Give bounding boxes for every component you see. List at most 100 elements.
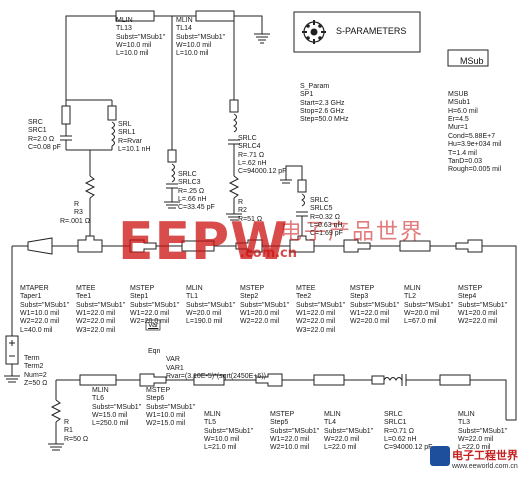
label-line: R=Rvar: [118, 137, 142, 145]
label-line: MLIN: [92, 386, 109, 394]
ground-icon: [164, 201, 180, 209]
step1-symbol[interactable]: [129, 239, 157, 253]
label-line: Step1: [130, 293, 149, 301]
label-line: Rough=0.005 mil: [448, 166, 502, 174]
label-line: C=33.45 pF: [178, 204, 215, 212]
label-line: Subst="MSub1": [458, 301, 508, 309]
footer-logo-icon: [430, 446, 450, 466]
label-line: W2=22.0 mil: [296, 318, 336, 326]
label-line: Eqn: [148, 347, 161, 355]
tl3-symbol[interactable]: [439, 374, 471, 386]
tl4-symbol[interactable]: [313, 374, 345, 386]
bottom-chain: [48, 373, 507, 451]
r2-symbol[interactable]: [228, 175, 240, 214]
step6-symbol[interactable]: [139, 373, 167, 387]
r3-symbol[interactable]: [84, 175, 96, 236]
label-line: MSub1: [448, 99, 471, 107]
srlc5-symbol[interactable]: [296, 179, 308, 238]
top-wiring: [60, 10, 308, 238]
srlc1-symbol[interactable]: [371, 374, 407, 386]
label-line: Subst="MSub1": [404, 301, 454, 309]
label-line: R: [238, 198, 244, 206]
term2-symbol[interactable]: [5, 335, 19, 376]
srlc3-symbol[interactable]: [166, 149, 178, 202]
var-title: Var: [148, 322, 159, 329]
label-line: W=20.0 mil: [186, 309, 222, 317]
label-line: W3=22.0 mil: [76, 326, 116, 334]
label-line: W3=22.0 mil: [296, 326, 336, 334]
label-line: W2=20.0 mil: [130, 318, 170, 326]
label-line: W2=10.0 mil: [270, 444, 310, 452]
label-line: L=0.62 nH: [384, 435, 417, 443]
r1-symbol[interactable]: [50, 399, 62, 444]
label-line: Subst="MSub1": [20, 301, 70, 309]
label-line: L=10.1 nH: [118, 145, 151, 153]
tee2-symbol[interactable]: [289, 235, 315, 253]
label-line: R=.71 Ω: [238, 151, 265, 159]
label-line: W=22.0 mil: [458, 435, 494, 443]
label-line: Z=50 Ω: [24, 379, 48, 387]
msub-title: MSub: [460, 56, 484, 66]
label-line: Subst="MSub1": [296, 301, 346, 309]
label-line: L=67.0 mil: [404, 318, 437, 326]
label-line: Subst="MSub1": [458, 427, 508, 435]
label-line: C=0.08 pF: [28, 143, 61, 151]
watermark-site: .com.cn: [240, 246, 298, 261]
src1-symbol[interactable]: [60, 105, 72, 150]
label-line: R3: [74, 209, 83, 217]
srlc4-symbol[interactable]: [228, 99, 240, 176]
tee1-symbol[interactable]: [77, 235, 103, 253]
label-line: Er=4.5: [448, 115, 469, 123]
label-line: R: [64, 418, 70, 426]
msub-box[interactable]: [447, 49, 489, 67]
label-line: MLIN: [404, 284, 421, 292]
label-line: Cond=5.88E+7: [448, 132, 496, 140]
step3-symbol[interactable]: [343, 239, 371, 253]
sparam-icon: [302, 20, 326, 44]
label-line: Tee1: [76, 293, 92, 301]
label-line: Subst="MSub1": [350, 301, 400, 309]
taper1-symbol[interactable]: [27, 237, 53, 255]
label-line: SRLC: [310, 196, 329, 204]
step2-symbol[interactable]: [235, 239, 263, 253]
label-line: MTAPER: [20, 284, 49, 292]
step4-symbol[interactable]: [455, 239, 483, 253]
label-line: Subst="MSub1": [204, 427, 254, 435]
label-line: SRLC: [178, 170, 197, 178]
footer-cn: 电子工程世界: [452, 449, 518, 462]
label-line: MSTEP: [130, 284, 155, 292]
label-line: Step3: [350, 293, 369, 301]
label-line: TL6: [92, 395, 105, 403]
label-line: SRLC4: [238, 143, 261, 151]
label-line: Subst="MSub1": [240, 301, 290, 309]
label-line: R=0.71 Ω: [384, 427, 414, 435]
label-line: MLIN: [204, 410, 221, 418]
var-box[interactable]: [145, 319, 161, 331]
label-line: W1=22.0 mil: [130, 309, 170, 317]
label-line: Subst="MSub1": [270, 427, 320, 435]
label-line: L=22.0 mil: [458, 444, 491, 452]
srl1-symbol[interactable]: [107, 105, 117, 150]
label-line: W2=15.0 mil: [146, 420, 186, 428]
label-line: MSTEP: [350, 284, 375, 292]
sparam-title: S-PARAMETERS: [336, 26, 407, 36]
label-line: Start=2.3 GHz: [300, 99, 345, 107]
step5-symbol[interactable]: [255, 373, 283, 387]
watermark-cn: 电子产品世界: [280, 220, 425, 245]
label-line: TL13: [116, 25, 132, 33]
label-line: Subst="MSub1": [186, 301, 236, 309]
label-line: MSTEP: [270, 410, 295, 418]
label-line: W=15.0 mil: [92, 411, 128, 419]
